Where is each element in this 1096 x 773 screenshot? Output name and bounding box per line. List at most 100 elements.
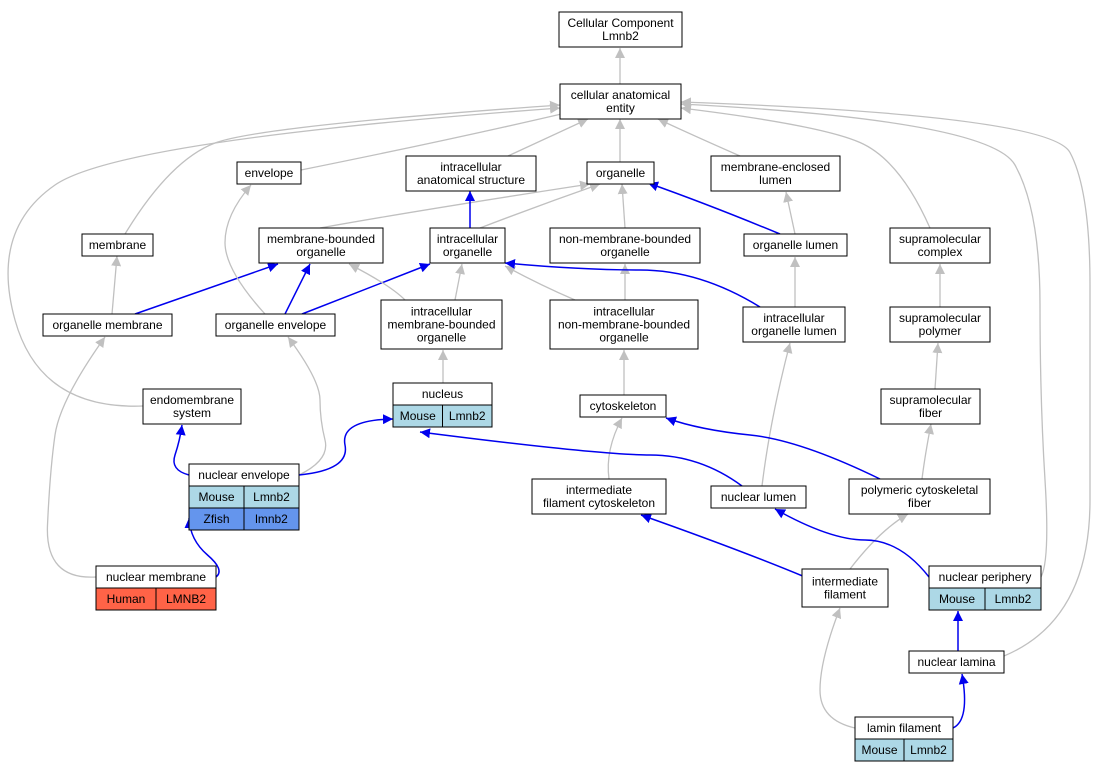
- gene-label: Lmnb2: [995, 592, 1032, 606]
- node-box: [81, 233, 154, 257]
- node-label: organelle: [443, 245, 493, 259]
- node-label: organelle lumen: [753, 238, 838, 252]
- node-label: nucleus: [422, 387, 463, 401]
- node-label: supramolecular: [889, 393, 971, 407]
- edge-nuclear-periphery-to-cellular-anatomical-entity: [680, 99, 1048, 578]
- node-label: Cellular Component: [567, 16, 674, 30]
- node-label: intracellular: [440, 160, 501, 174]
- gene-label: Lmnb2: [910, 743, 947, 757]
- edge-organelle-lumen-to-membrane-enclosed-lumen: [783, 191, 796, 235]
- node-label: endomembrane: [150, 393, 234, 407]
- node-label: intracellular: [437, 232, 498, 246]
- gene-cell: [442, 404, 493, 428]
- gene-label: LMNB2: [166, 592, 206, 606]
- species-label: Mouse: [861, 743, 897, 757]
- edge-nuclear-lumen-to-intracellular-organelle-lumen: [761, 342, 793, 487]
- node-box: [848, 478, 991, 515]
- edge-supramolecular-fiber-to-supramolecular-polymer: [932, 342, 943, 390]
- edge-endomembrane-system-to-cellular-anatomical-entity: [7, 103, 561, 407]
- node-organelle-envelope[interactable]: organelle envelope: [215, 313, 336, 337]
- node-organelle[interactable]: organelle: [586, 161, 655, 185]
- edge-nuclear-envelope-to-nucleus: [298, 414, 394, 476]
- node-label: organelle envelope: [225, 318, 327, 332]
- node-box: [549, 299, 699, 350]
- node-organelle-membrane[interactable]: organelle membrane: [42, 313, 173, 337]
- node-label: anatomical structure: [417, 173, 525, 187]
- edge-organelle-envelope-to-envelope: [224, 184, 266, 315]
- gene-cell: [984, 587, 1042, 611]
- node-label: nuclear envelope: [198, 468, 290, 482]
- edge-polymeric-cytoskeletal-fiber-to-cytoskeleton: [665, 416, 881, 480]
- edge-intracellular-membrane-bounded-organelle-to-membrane-bounded-organelle: [348, 263, 406, 301]
- node-box: [215, 313, 336, 337]
- node-label: polymer: [919, 324, 962, 338]
- edge-intracellular-membrane-bounded-organelle-to-intracellular-organelle: [454, 263, 465, 301]
- node-nuclear-lumen[interactable]: nuclear lumen: [710, 485, 807, 509]
- node-label: nuclear lamina: [917, 655, 995, 669]
- node-envelope[interactable]: envelope: [236, 161, 302, 185]
- edge-lamin-filament-to-intermediate-filament: [819, 607, 856, 729]
- node-label: filament cytoskeleton: [543, 496, 655, 510]
- gene-label: Lmnb2: [449, 409, 486, 423]
- node-label: intracellular: [411, 305, 472, 319]
- node-label: membrane: [89, 238, 147, 252]
- node-label: system: [173, 406, 211, 420]
- node-label: envelope: [245, 166, 294, 180]
- node-label: organelle: [417, 331, 467, 345]
- node-label: intracellular: [763, 311, 824, 325]
- node-box: [889, 227, 991, 264]
- node-label: complex: [918, 245, 963, 259]
- node-box: [42, 313, 173, 337]
- node-label: organelle: [599, 331, 649, 345]
- node-label: intermediate: [566, 483, 632, 497]
- node-label: membrane-bounded: [387, 318, 495, 332]
- edge-intermediate-filament-to-polymeric-cytoskeletal-fiber: [849, 513, 909, 570]
- node-intracellular-non-membrane-bounded-organelle[interactable]: intracellularnon-membrane-boundedorganel…: [549, 299, 699, 350]
- node-box: [742, 306, 846, 343]
- node-membrane[interactable]: membrane: [81, 233, 154, 257]
- node-organelle-lumen[interactable]: organelle lumen: [743, 233, 848, 257]
- node-nuclear-lamina[interactable]: nuclear lamina: [908, 650, 1005, 674]
- species-label: Mouse: [198, 490, 234, 504]
- node-box: [429, 227, 506, 264]
- edge-polymeric-cytoskeletal-fiber-to-supramolecular-fiber: [921, 423, 935, 480]
- node-label: fiber: [908, 496, 931, 510]
- node-label: organelle membrane: [52, 318, 162, 332]
- node-box: [380, 299, 503, 350]
- gene-cell: [903, 738, 954, 762]
- node-cytoskeleton[interactable]: cytoskeleton: [579, 394, 667, 418]
- node-box: [549, 227, 701, 264]
- edge-organelle-envelope-to-membrane-bounded-organelle: [284, 263, 311, 315]
- node-label: intracellular: [593, 305, 654, 319]
- edge-supramolecular-complex-to-cellular-anatomical-entity: [680, 104, 931, 229]
- node-box: [531, 478, 667, 515]
- node-box: [710, 155, 841, 192]
- edge-nuclear-periphery-to-nuclear-lumen: [774, 508, 930, 578]
- edge-lamin-filament-to-nuclear-lamina: [952, 673, 969, 729]
- node-label: lamin filament: [867, 721, 942, 735]
- node-label: organelle: [596, 166, 646, 180]
